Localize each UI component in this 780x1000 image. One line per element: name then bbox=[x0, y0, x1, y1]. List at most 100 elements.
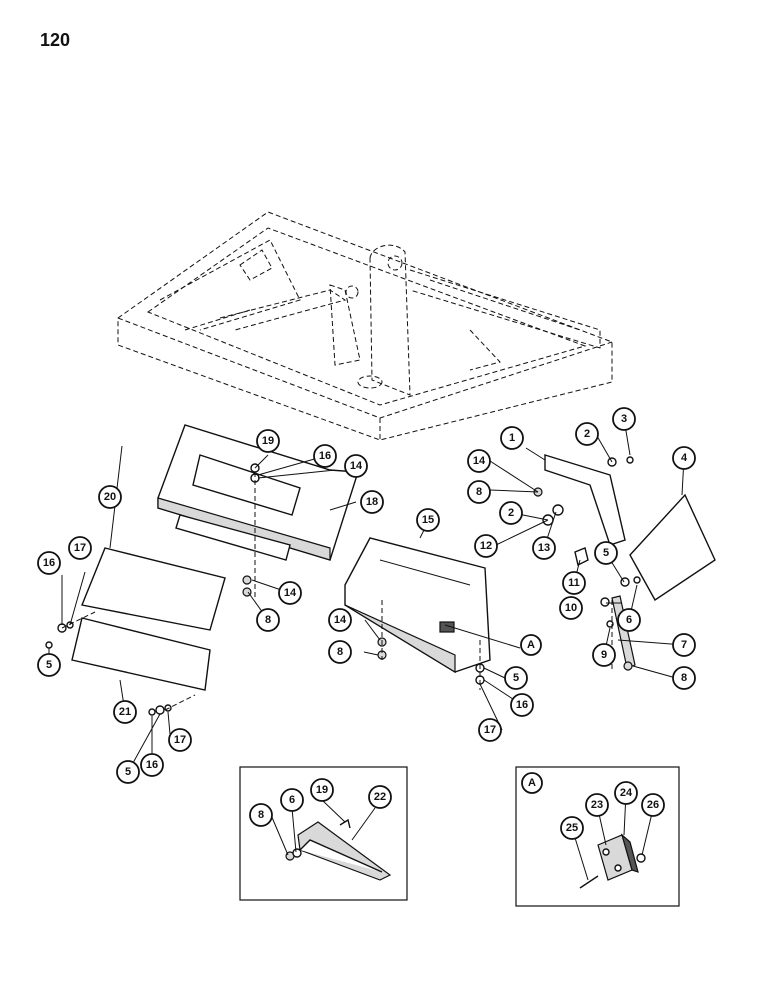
callout-14: 14 bbox=[344, 454, 368, 478]
svg-text:11: 11 bbox=[568, 577, 580, 589]
callout-9: 9 bbox=[592, 643, 616, 667]
callout-23: 23 bbox=[585, 793, 609, 817]
callout-8: 8 bbox=[467, 480, 491, 504]
svg-text:22: 22 bbox=[374, 791, 386, 803]
svg-text:23: 23 bbox=[591, 799, 603, 811]
callout-6: 6 bbox=[280, 788, 304, 812]
plate-part-4 bbox=[629, 493, 716, 602]
svg-text:15: 15 bbox=[422, 514, 434, 526]
svg-text:2: 2 bbox=[508, 507, 514, 519]
inset-A-parts-23-26 bbox=[515, 766, 680, 907]
callout-10: 10 bbox=[559, 596, 583, 620]
callout-21: 21 bbox=[113, 700, 137, 724]
callout-5: 5 bbox=[37, 653, 61, 677]
callout-17: 17 bbox=[478, 718, 502, 742]
svg-text:20: 20 bbox=[104, 491, 116, 503]
callout-3: 3 bbox=[612, 407, 636, 431]
svg-text:16: 16 bbox=[43, 557, 55, 569]
callout-16: 16 bbox=[37, 551, 61, 575]
svg-text:13: 13 bbox=[538, 542, 550, 554]
lower-panel-part-21 bbox=[71, 617, 211, 691]
callout-17: 17 bbox=[168, 728, 192, 752]
callout-6: 6 bbox=[617, 608, 641, 632]
svg-text:8: 8 bbox=[265, 614, 271, 626]
svg-text:9: 9 bbox=[601, 649, 607, 661]
callout-25: 25 bbox=[560, 816, 584, 840]
side-shield-part-15 bbox=[344, 537, 491, 674]
svg-text:A: A bbox=[527, 639, 535, 651]
svg-text:14: 14 bbox=[350, 460, 363, 472]
callout-2: 2 bbox=[575, 422, 599, 446]
callout-18: 18 bbox=[360, 490, 384, 514]
svg-text:3: 3 bbox=[621, 413, 627, 425]
svg-text:14: 14 bbox=[284, 587, 297, 599]
svg-text:17: 17 bbox=[74, 542, 86, 554]
callout-16: 16 bbox=[313, 444, 337, 468]
callout-26: 26 bbox=[641, 793, 665, 817]
svg-text:19: 19 bbox=[316, 784, 328, 796]
svg-text:14: 14 bbox=[473, 455, 486, 467]
callout-5: 5 bbox=[594, 541, 618, 565]
callout-16: 16 bbox=[140, 753, 164, 777]
hardware-small-parts bbox=[45, 456, 641, 716]
svg-text:16: 16 bbox=[319, 450, 331, 462]
callout-7: 7 bbox=[672, 633, 696, 657]
svg-text:25: 25 bbox=[566, 822, 578, 834]
svg-text:5: 5 bbox=[603, 547, 609, 559]
callout-4: 4 bbox=[672, 446, 696, 470]
strap-part-7 bbox=[611, 595, 636, 669]
mower-deck-frame bbox=[117, 211, 613, 441]
callout-5: 5 bbox=[116, 760, 140, 784]
svg-text:16: 16 bbox=[146, 759, 158, 771]
callout-11: 11 bbox=[562, 571, 586, 595]
callout-14: 14 bbox=[278, 581, 302, 605]
svg-text:2: 2 bbox=[584, 428, 590, 440]
svg-text:6: 6 bbox=[626, 614, 632, 626]
svg-text:7: 7 bbox=[681, 639, 687, 651]
svg-text:19: 19 bbox=[262, 435, 274, 447]
svg-text:10: 10 bbox=[565, 602, 577, 614]
upper-panel-part-20 bbox=[81, 547, 226, 631]
callout-1: 1 bbox=[500, 426, 524, 450]
callout-8: 8 bbox=[249, 803, 273, 827]
svg-text:26: 26 bbox=[647, 799, 659, 811]
svg-text:1: 1 bbox=[509, 432, 515, 444]
svg-text:4: 4 bbox=[681, 452, 688, 464]
svg-text:8: 8 bbox=[258, 809, 264, 821]
callout-17: 17 bbox=[68, 536, 92, 560]
callout-19: 19 bbox=[256, 429, 280, 453]
callout-20: 20 bbox=[98, 485, 122, 509]
callout-16: 16 bbox=[510, 693, 534, 717]
svg-text:17: 17 bbox=[174, 734, 186, 746]
callout-19: 19 bbox=[310, 778, 334, 802]
callout-12: 12 bbox=[474, 534, 498, 558]
bracket-part-1 bbox=[544, 454, 626, 546]
svg-text:6: 6 bbox=[289, 794, 295, 806]
callout-5: 5 bbox=[504, 666, 528, 690]
callout-2: 2 bbox=[499, 501, 523, 525]
svg-text:12: 12 bbox=[480, 540, 492, 552]
callout-A: A bbox=[520, 634, 542, 656]
svg-text:5: 5 bbox=[46, 659, 52, 671]
svg-text:8: 8 bbox=[337, 646, 343, 658]
svg-text:21: 21 bbox=[119, 706, 131, 718]
callout-8: 8 bbox=[672, 666, 696, 690]
callout-24: 24 bbox=[614, 781, 638, 805]
callout-14: 14 bbox=[328, 608, 352, 632]
callout-8: 8 bbox=[328, 640, 352, 664]
inset-part-22 bbox=[239, 766, 408, 901]
callout-15: 15 bbox=[416, 508, 440, 532]
svg-text:17: 17 bbox=[484, 724, 496, 736]
page-number: 120 bbox=[40, 30, 71, 50]
callout-A: A bbox=[521, 772, 543, 794]
svg-text:A: A bbox=[528, 777, 536, 789]
svg-text:8: 8 bbox=[681, 672, 687, 684]
callout-14: 14 bbox=[467, 449, 491, 473]
svg-text:8: 8 bbox=[476, 486, 482, 498]
svg-text:16: 16 bbox=[516, 699, 528, 711]
svg-text:18: 18 bbox=[366, 496, 378, 508]
svg-text:5: 5 bbox=[513, 672, 519, 684]
callout-13: 13 bbox=[532, 536, 556, 560]
svg-text:24: 24 bbox=[620, 787, 633, 799]
